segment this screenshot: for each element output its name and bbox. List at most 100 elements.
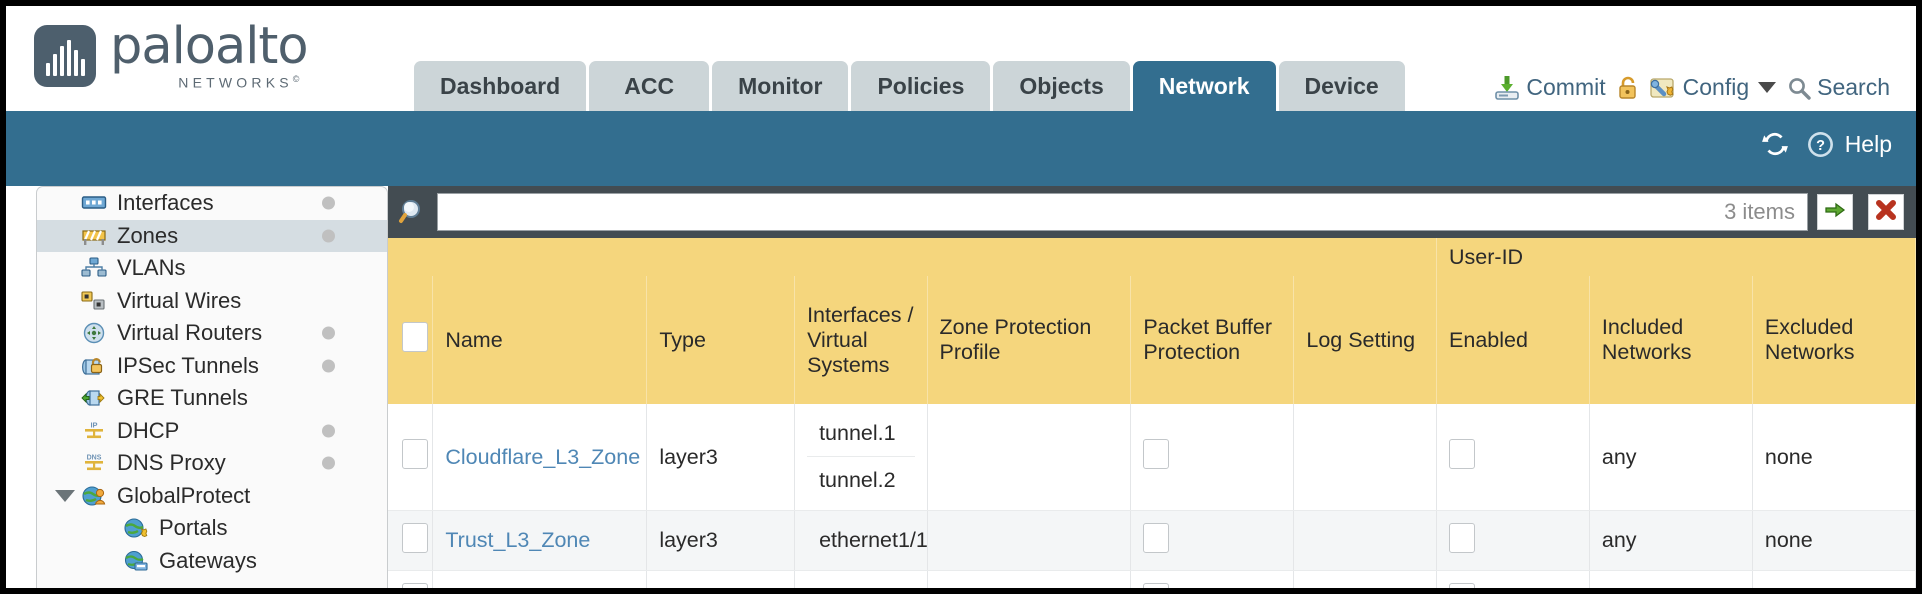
tab-network[interactable]: Network	[1132, 61, 1276, 111]
sidebar-item-label: GlobalProtect	[117, 482, 251, 508]
select-all-header[interactable]	[388, 276, 434, 404]
table-row[interactable]: Untrust_L3_Zone layer3 ethernet1/2 Untru…	[388, 570, 1916, 588]
sidebar-item-interfaces[interactable]: Interfaces	[37, 187, 387, 220]
help-icon: ?	[1807, 131, 1834, 158]
sidebar-item-ipsec-tunnels[interactable]: IPSec Tunnels	[37, 350, 387, 383]
cell-zone-name[interactable]: Untrust_L3_Zone	[432, 570, 648, 588]
clear-filter-button[interactable]	[1868, 194, 1904, 230]
status-dot	[322, 359, 335, 373]
table-header-row: Name Type Interfaces / Virtual Systems Z…	[388, 276, 1916, 404]
refresh-icon[interactable]	[1761, 130, 1789, 158]
help-button[interactable]: ? Help	[1807, 131, 1892, 158]
user-id-enabled-checkbox[interactable]	[1449, 582, 1476, 588]
table-row[interactable]: Trust_L3_Zone layer3 ethernet1/1	[388, 510, 1916, 571]
status-dot	[322, 456, 335, 470]
row-select-cell[interactable]	[388, 510, 434, 571]
sidebar-item-label: Virtual Wires	[117, 287, 242, 313]
packet-buffer-protection-checkbox[interactable]	[1143, 582, 1170, 588]
zones-table-container: User-ID Name Type Interfaces / Virtual S…	[388, 238, 1916, 588]
cell-log-setting	[1293, 570, 1438, 588]
tab-objects[interactable]: Objects	[993, 61, 1130, 111]
config-menu[interactable]: Config	[1649, 74, 1777, 101]
user-id-enabled-checkbox[interactable]	[1449, 522, 1476, 553]
col-header-packet-buffer-protection[interactable]: Packet Buffer Protection	[1130, 276, 1295, 404]
tab-monitor[interactable]: Monitor	[712, 61, 849, 111]
cell-included-networks: any	[1589, 510, 1753, 571]
sidebar-item-dhcp[interactable]: IP DHCP	[37, 415, 387, 448]
cell-user-id-enabled[interactable]	[1436, 404, 1590, 511]
sidebar-item-gateways[interactable]: Gateways	[37, 545, 387, 578]
sidebar-item-vlans[interactable]: VLANs	[37, 252, 387, 285]
col-header-interfaces[interactable]: Interfaces / Virtual Systems	[794, 276, 928, 404]
search-icon	[1787, 76, 1811, 100]
col-header-type[interactable]: Type	[646, 276, 796, 404]
col-header-enabled[interactable]: Enabled	[1436, 276, 1590, 404]
cell-zone-name[interactable]: Cloudflare_L3_Zone	[432, 404, 648, 511]
zone-name-link[interactable]: Cloudflare_L3_Zone	[445, 444, 641, 469]
lock-icon[interactable]	[1617, 75, 1639, 101]
gateways-icon	[123, 550, 149, 572]
cell-type: layer3	[646, 570, 796, 588]
user-id-enabled-checkbox[interactable]	[1449, 439, 1476, 469]
zones-icon	[81, 225, 107, 247]
cell-packet-buffer-protection[interactable]	[1130, 570, 1295, 588]
row-checkbox[interactable]	[402, 522, 428, 553]
cell-user-id-enabled[interactable]	[1436, 570, 1590, 588]
main-nav-tabs[interactable]: Dashboard ACC Monitor Policies Objects N…	[414, 61, 1405, 111]
tab-dashboard[interactable]: Dashboard	[414, 61, 587, 111]
apply-filter-button[interactable]	[1817, 194, 1853, 230]
row-select-cell[interactable]	[388, 404, 434, 511]
cell-packet-buffer-protection[interactable]	[1130, 510, 1295, 571]
sidebar-item-globalprotect[interactable]: GlobalProtect	[37, 480, 387, 513]
chevron-down-icon	[1758, 82, 1777, 93]
sidebar-item-dns-proxy[interactable]: DNS DNS Proxy	[37, 447, 387, 480]
filter-search-icon[interactable]	[398, 197, 428, 227]
packet-buffer-protection-checkbox[interactable]	[1143, 439, 1170, 469]
packet-buffer-protection-checkbox[interactable]	[1143, 522, 1170, 553]
commit-icon	[1494, 75, 1520, 101]
tab-policies[interactable]: Policies	[851, 61, 991, 111]
col-header-included-networks[interactable]: Included Networks	[1589, 276, 1753, 404]
commit-button[interactable]: Commit	[1494, 74, 1606, 101]
sidebar-item-label: Interfaces	[117, 190, 214, 216]
cell-zone-name[interactable]: Trust_L3_Zone	[432, 510, 648, 571]
col-header-excluded-networks[interactable]: Excluded Networks	[1752, 276, 1916, 404]
globalprotect-icon	[81, 485, 107, 507]
col-header-name[interactable]: Name	[432, 276, 648, 404]
close-icon	[1874, 198, 1898, 227]
expand-collapse-triangle-icon[interactable]	[55, 489, 75, 502]
tab-device[interactable]: Device	[1278, 61, 1405, 111]
zone-name-link[interactable]: Trust_L3_Zone	[445, 528, 591, 552]
items-count-label: 3 items	[1724, 199, 1795, 224]
row-select-cell[interactable]	[388, 570, 434, 588]
sidebar-item-virtual-routers[interactable]: Virtual Routers	[37, 317, 387, 350]
config-icon	[1649, 75, 1677, 101]
dhcp-icon: IP	[81, 420, 107, 442]
sidebar-item-gre-tunnels[interactable]: GRE Tunnels	[37, 382, 387, 415]
cell-user-id-enabled[interactable]	[1436, 510, 1590, 571]
row-checkbox[interactable]	[402, 582, 428, 588]
sidebar-item-portals[interactable]: Portals	[37, 512, 387, 545]
help-label: Help	[1844, 130, 1892, 157]
select-all-checkbox[interactable]	[402, 322, 428, 352]
arrow-right-icon	[1823, 198, 1847, 227]
search-button[interactable]: Search	[1787, 74, 1890, 101]
filter-search-box[interactable]: 3 items	[437, 193, 1808, 231]
paloalto-logo-icon	[34, 25, 96, 88]
cell-zone-protection-profile	[927, 404, 1132, 511]
cell-packet-buffer-protection[interactable]	[1130, 404, 1295, 511]
tab-acc[interactable]: ACC	[589, 61, 710, 111]
cell-interfaces: ethernet1/1	[794, 510, 928, 571]
sidebar-item-label: Zones	[117, 222, 179, 248]
col-header-log-setting[interactable]: Log Setting	[1293, 276, 1438, 404]
cell-zone-protection-profile	[927, 510, 1132, 571]
sidebar-item-virtual-wires[interactable]: Virtual Wires	[37, 285, 387, 318]
col-header-zone-protection-profile[interactable]: Zone Protection Profile	[927, 276, 1132, 404]
sidebar-item-zones[interactable]: Zones	[37, 219, 387, 252]
search-label: Search	[1817, 74, 1890, 100]
search-input[interactable]	[450, 199, 1725, 225]
table-row[interactable]: Cloudflare_L3_Zone layer3 tunnel.1 tunne…	[388, 404, 1916, 511]
header-actions: Commit Config	[1494, 74, 1890, 101]
row-checkbox[interactable]	[402, 439, 428, 469]
